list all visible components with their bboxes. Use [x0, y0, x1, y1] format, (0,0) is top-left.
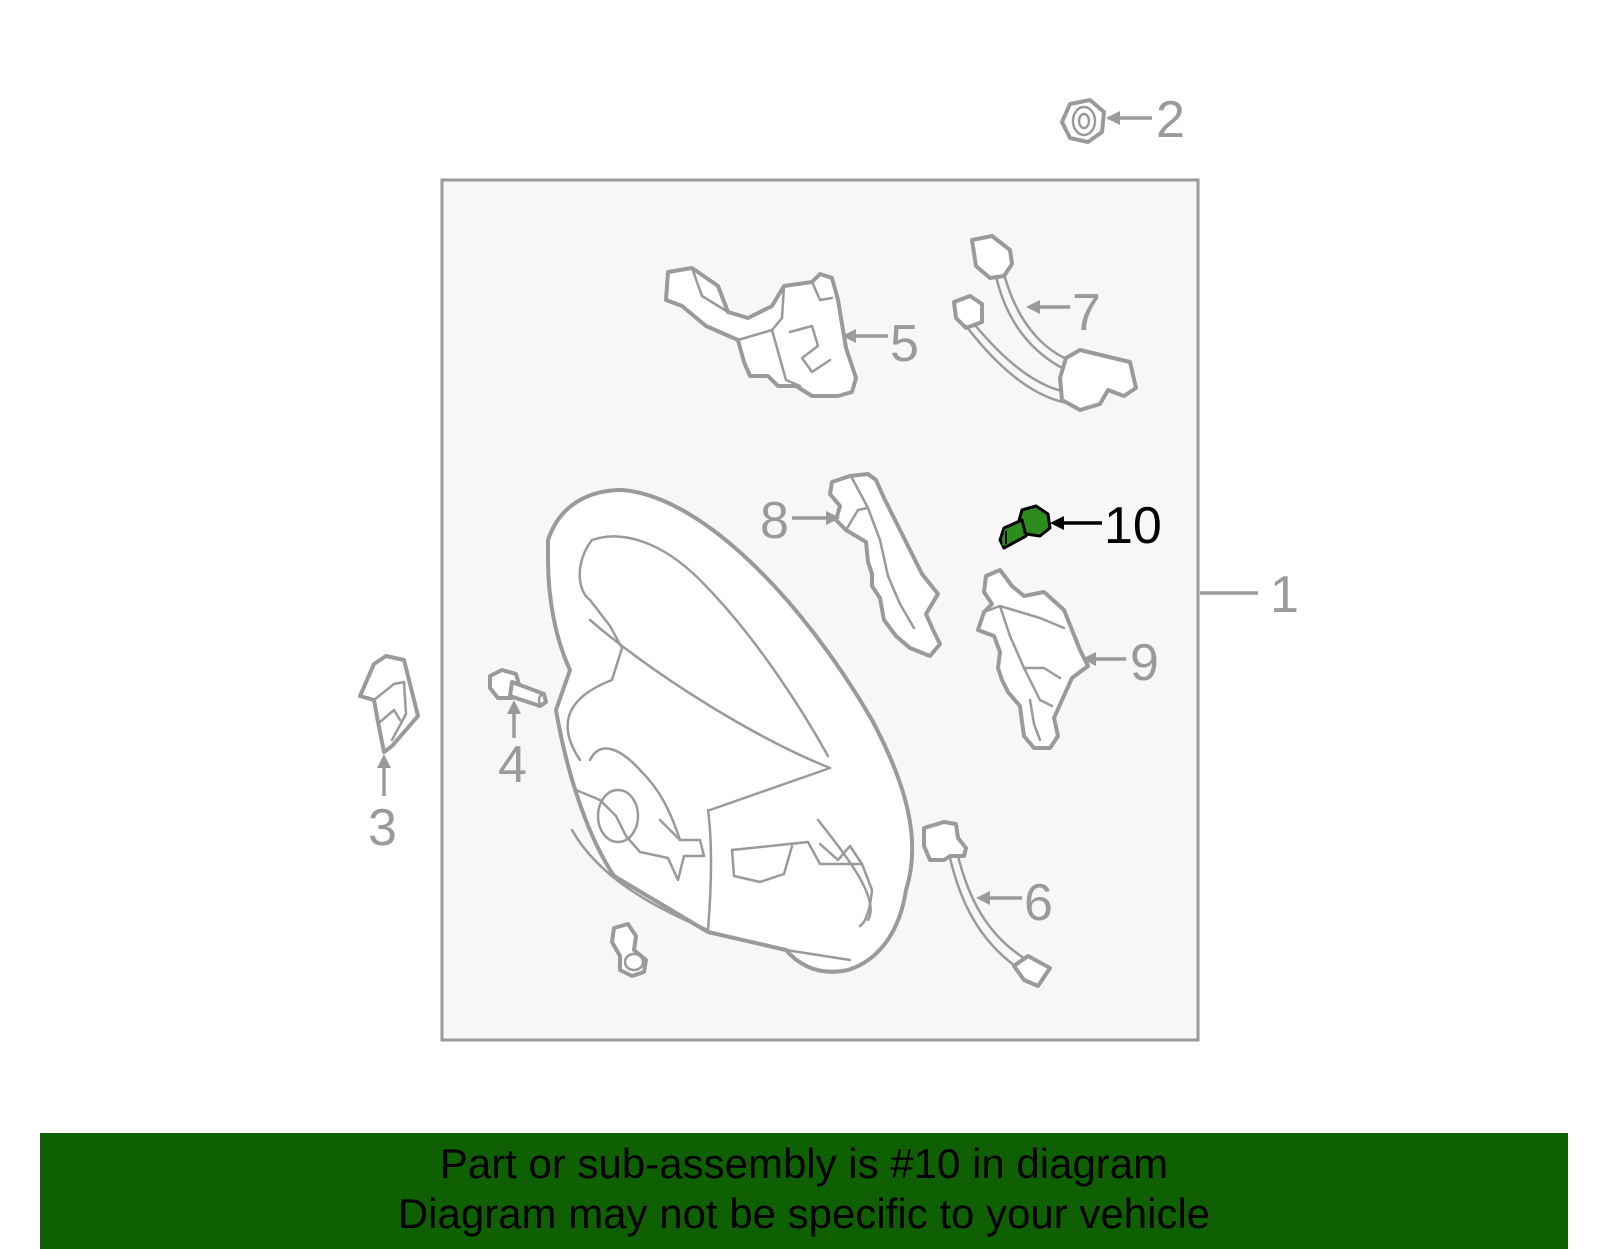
- callout-5[interactable]: 5: [890, 315, 919, 373]
- part-7-harness[interactable]: [952, 234, 1138, 412]
- arrowhead-8: [826, 511, 840, 525]
- part-5-switch[interactable]: [664, 266, 858, 398]
- banner-line-disclaimer: Diagram may not be specific to your vehi…: [397, 1190, 1211, 1237]
- part-10-bolt[interactable]: [998, 504, 1052, 550]
- part-3-clip[interactable]: [358, 654, 420, 754]
- callout-3[interactable]: 3: [368, 799, 397, 857]
- callout-10[interactable]: 10: [1104, 497, 1162, 555]
- arrowhead-5: [842, 329, 856, 343]
- part-8-bracket[interactable]: [828, 472, 942, 658]
- callout-6[interactable]: 6: [1024, 874, 1053, 932]
- arrowhead-2: [1106, 111, 1120, 125]
- part-4-bolt[interactable]: [488, 668, 548, 708]
- banner-line-part: Part or sub-assembly is #10 in diagram: [439, 1140, 1169, 1187]
- arrowhead-7: [1026, 300, 1040, 314]
- callout-1[interactable]: 1: [1270, 566, 1299, 624]
- callout-4[interactable]: 4: [498, 736, 527, 794]
- arrowhead-3: [377, 754, 391, 768]
- part-6-wire[interactable]: [922, 820, 1052, 988]
- arrowhead-6: [976, 891, 990, 905]
- callout-7[interactable]: 7: [1072, 284, 1101, 342]
- part-9-cover[interactable]: [976, 568, 1090, 750]
- part-2-nut[interactable]: [1060, 98, 1106, 144]
- info-banner: Part or sub-assembly is #10 in diagram D…: [40, 1133, 1568, 1249]
- steering-wheel: [546, 488, 915, 974]
- callout-9[interactable]: 9: [1130, 634, 1159, 692]
- small-pin: [610, 922, 648, 978]
- callout-2[interactable]: 2: [1156, 91, 1185, 149]
- arrowhead-9: [1082, 652, 1096, 666]
- arrowhead-10: [1050, 516, 1064, 530]
- arrowhead-4: [507, 700, 521, 714]
- callout-8[interactable]: 8: [760, 492, 789, 550]
